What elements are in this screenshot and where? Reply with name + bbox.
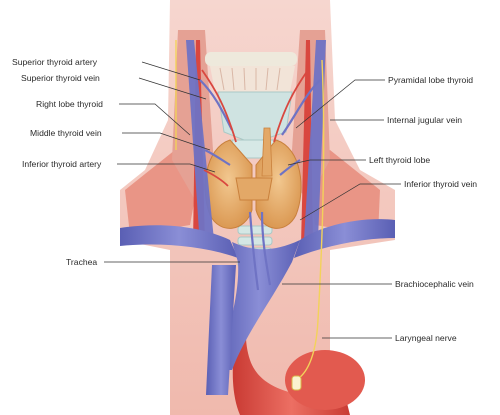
superior-vena-cava	[206, 265, 236, 395]
thyroid-arteries	[201, 69, 309, 187]
label-inferior-thyroid-vein: Inferior thyroid vein	[404, 179, 478, 189]
muscle-fibers	[219, 67, 281, 91]
left-subclavian-vein	[120, 225, 238, 258]
label-superior-thyroid-vein: Superior thyroid vein	[21, 73, 100, 83]
label-internal-jugular-vein: Internal jugular vein	[387, 115, 463, 125]
label-inferior-thyroid-artery: Inferior thyroid artery	[22, 159, 102, 169]
label-brachiocephalic-vein: Brachiocephalic vein	[395, 279, 474, 289]
hyoid-bone	[205, 52, 297, 66]
leader-lines	[104, 61, 401, 339]
pyramidal-lobe	[261, 127, 273, 177]
label-pyramidal-lobe-thyroid: Pyramidal lobe thyroid	[388, 75, 474, 85]
aorta	[232, 270, 350, 415]
label-superior-thyroid-artery: Superior thyroid artery	[12, 57, 98, 67]
brachiocephalic-trunk	[218, 240, 300, 370]
thyroid-cartilage	[217, 91, 293, 141]
isthmus	[235, 177, 273, 201]
aortic-arch	[285, 350, 365, 410]
larynx-muscle-stripes	[210, 66, 295, 92]
label-left-thyroid-lobe: Left thyroid lobe	[369, 155, 431, 165]
thyroid-veins	[199, 79, 321, 291]
right-internal-jugular	[186, 40, 214, 246]
nerve-end	[291, 375, 302, 391]
label-right-lobe-thyroid: Right lobe thyroid	[36, 99, 103, 109]
label-trachea: Trachea	[66, 257, 98, 267]
label-laryngeal-nerve: Laryngeal nerve	[395, 333, 457, 343]
left-internal-jugular	[304, 40, 326, 240]
label-middle-thyroid-vein: Middle thyroid vein	[30, 128, 102, 138]
laryngeal-nerve	[295, 59, 325, 381]
right-subclavian-vein	[294, 219, 395, 258]
